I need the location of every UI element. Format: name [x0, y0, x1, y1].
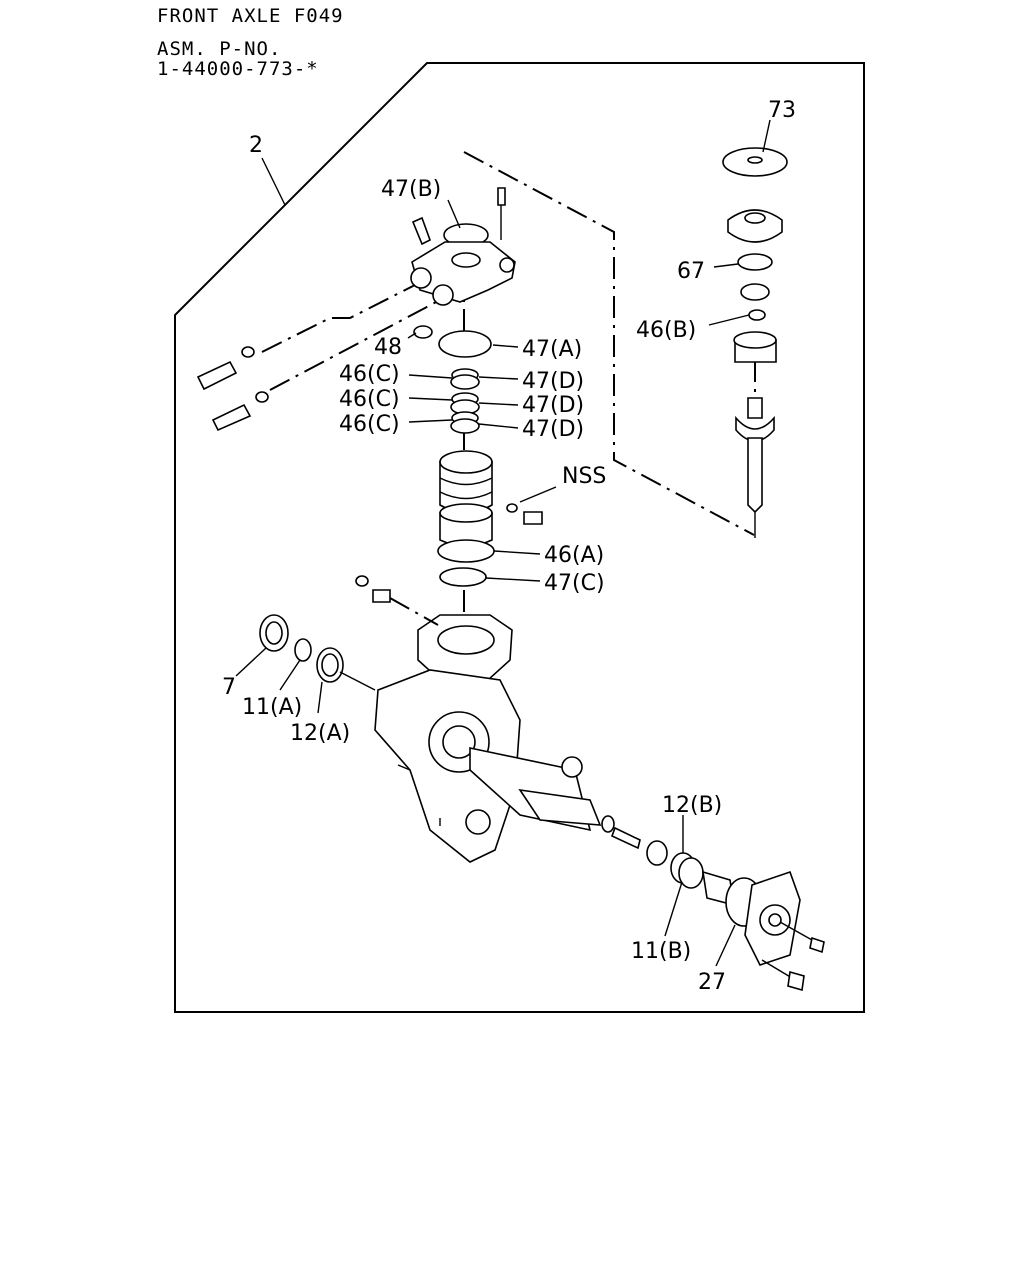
callout-27: 27	[698, 970, 726, 995]
callout-12b: 12(B)	[662, 793, 722, 818]
right-subassembly	[722, 147, 788, 538]
seal-rings	[413, 325, 492, 434]
callout-47c: 47(C)	[544, 571, 605, 596]
callout-11a: 11(A)	[242, 695, 302, 720]
diagram-frame	[174, 62, 865, 1013]
leader-2	[261, 157, 286, 206]
callout-12a: 12(A)	[290, 721, 350, 746]
callout-47d-2: 47(D)	[522, 393, 584, 418]
callout-46c-3: 46(C)	[339, 412, 400, 437]
callout-7: 7	[222, 675, 236, 700]
left-seals	[259, 614, 376, 691]
callout-47d-1: 47(D)	[522, 369, 584, 394]
callout-nss: NSS	[562, 464, 606, 489]
hose-fittings	[196, 284, 441, 432]
callout-46c-2: 46(C)	[339, 387, 400, 412]
gear-housing	[355, 575, 602, 863]
callout-leaders	[235, 119, 771, 967]
callout-47a: 47(A)	[522, 337, 582, 362]
diagram-title: FRONT AXLE F049	[157, 5, 344, 27]
callout-46a: 46(A)	[544, 543, 604, 568]
callout-11b: 11(B)	[631, 939, 691, 964]
callout-46b: 46(B)	[636, 318, 696, 343]
callout-47d-3: 47(D)	[522, 417, 584, 442]
sector-cover-parts	[601, 815, 825, 992]
assembly-part-label: ASM. P-NO.	[157, 38, 282, 60]
callout-48: 48	[374, 335, 402, 360]
callout-67: 67	[677, 259, 705, 284]
callout-46c-1: 46(C)	[339, 362, 400, 387]
subassembly-bracket	[463, 151, 755, 536]
valve-housing	[410, 187, 516, 306]
assembly-part-number: 1-44000-773-*	[157, 58, 319, 80]
callout-47b: 47(B)	[381, 177, 441, 202]
callout-2: 2	[249, 133, 263, 158]
callout-73: 73	[768, 98, 796, 123]
valve-body	[437, 450, 543, 587]
